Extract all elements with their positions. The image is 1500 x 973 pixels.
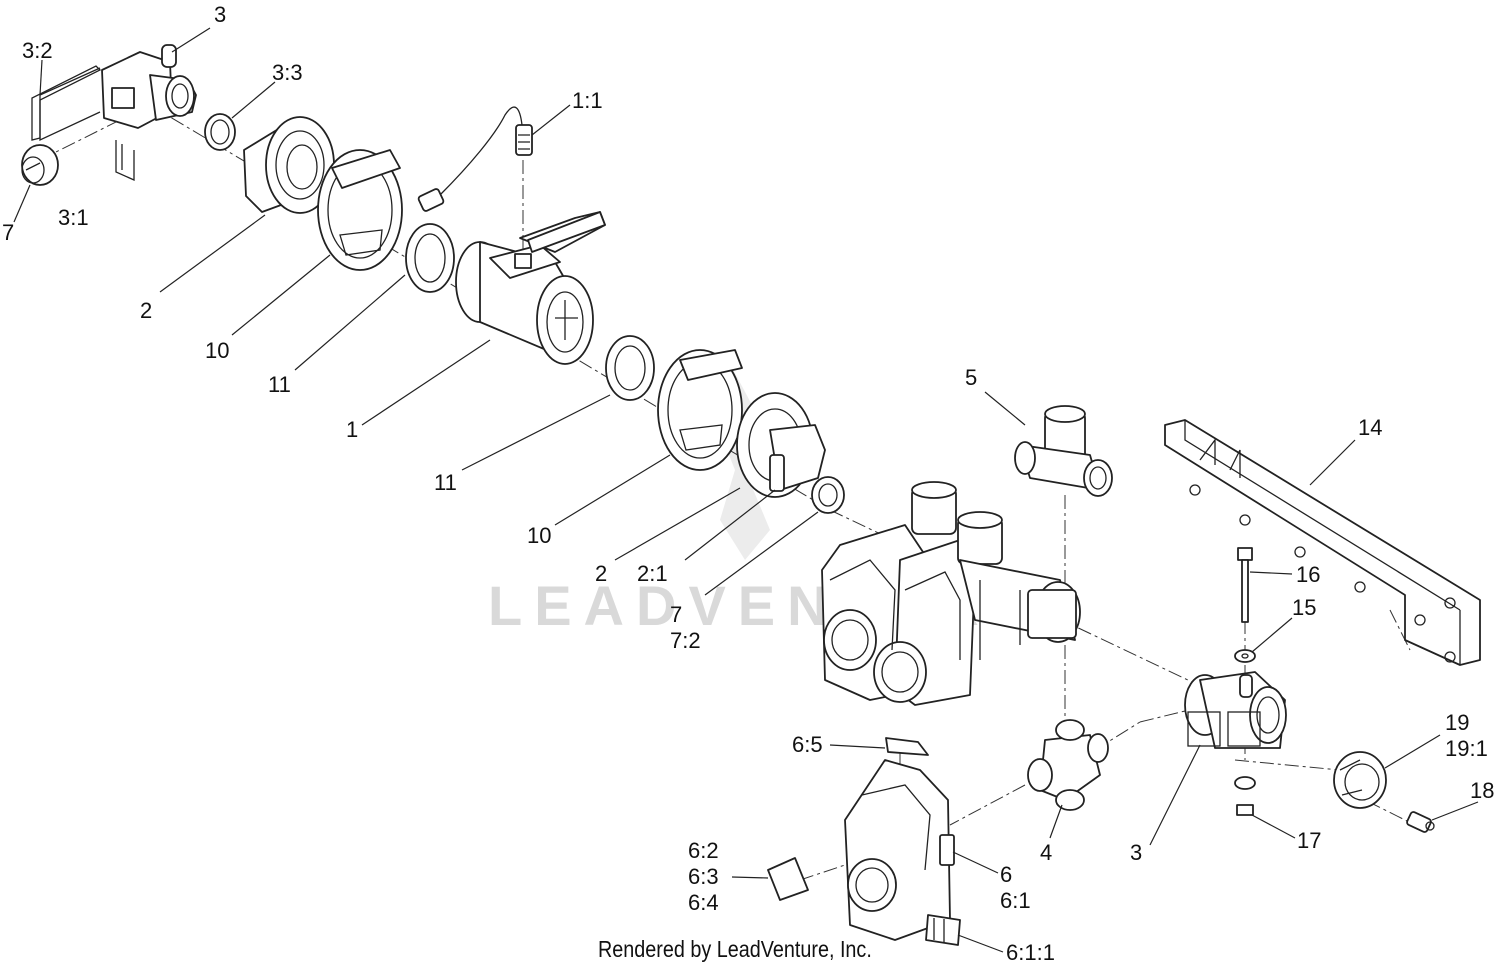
callout-6: 6 (1000, 862, 1012, 887)
part-1-ball-valve (455, 211, 606, 365)
callout-6-4: 6:4 (688, 890, 719, 915)
callout-3-2: 3:2 (22, 38, 53, 63)
callout-3-bottom: 3 (1130, 840, 1142, 865)
callout-6-5: 6:5 (792, 732, 823, 757)
part-1-1-sensor (417, 106, 533, 212)
callout-3-1: 3:1 (58, 205, 89, 230)
part-6-5-label (885, 737, 929, 756)
callout-6-2: 6:2 (688, 838, 719, 863)
callout-19-1: 19:1 (1445, 736, 1488, 761)
part-15-washer (1234, 649, 1256, 663)
part-2-flange-top (243, 116, 335, 214)
callout-4: 4 (1040, 840, 1052, 865)
callout-15: 15 (1292, 595, 1316, 620)
callout-7-mid: 7 (670, 602, 682, 627)
callout-17: 17 (1297, 828, 1321, 853)
part-7-plug-left (21, 144, 59, 186)
part-19-plug (1333, 751, 1387, 809)
part-18-fitting (1406, 811, 1435, 833)
callout-18: 18 (1470, 778, 1494, 803)
callout-1-1: 1:1 (572, 88, 603, 113)
callout-2-top: 2 (140, 298, 152, 323)
callout-7-2: 7:2 (670, 628, 701, 653)
callout-2-1: 2:1 (637, 561, 668, 586)
render-credit: Rendered by LeadVenture, Inc. (598, 936, 872, 962)
callout-leaders (13, 27, 1479, 953)
part-6-2-label (767, 857, 809, 901)
part-3-fitting-top (101, 44, 197, 129)
callout-3-3: 3:3 (272, 60, 303, 85)
callout-10-top: 10 (205, 338, 229, 363)
callout-7-left: 7 (2, 220, 14, 245)
callout-11-top: 11 (268, 372, 291, 397)
part-17-nut (1234, 776, 1256, 816)
callout-6-1-1: 6:1:1 (1006, 940, 1055, 965)
part-10-clamp-top (317, 149, 403, 271)
part-2-flange-mid (736, 392, 826, 498)
callout-2-mid: 2 (595, 561, 607, 586)
part-3-2-clip-body (31, 65, 102, 141)
part-4-valve (1027, 719, 1109, 811)
part-3-1-pin (115, 140, 135, 182)
callout-6-1: 6:1 (1000, 888, 1031, 913)
part-7-plug-mid (811, 476, 845, 514)
callout-14: 14 (1358, 415, 1382, 440)
part-3-3-o-ring (204, 113, 236, 151)
part-16-bolt (1237, 547, 1253, 623)
part-5-valve (1014, 405, 1113, 497)
callout-16: 16 (1296, 562, 1320, 587)
manifold-valve-assembly (821, 481, 1081, 706)
part-11-gasket-top (405, 223, 455, 293)
callout-1: 1 (346, 417, 358, 442)
callout-10-mid: 10 (527, 523, 551, 548)
callout-6-3: 6:3 (688, 864, 719, 889)
part-6-cover (844, 759, 955, 941)
part-10-clamp-mid (657, 349, 743, 471)
callout-3-top: 3 (214, 2, 226, 27)
part-3-fitting-bottom (1184, 671, 1287, 749)
callout-11-mid: 11 (434, 470, 457, 495)
part-6-1-1-clip (925, 914, 961, 946)
part-14-mounting-bracket (1164, 419, 1481, 666)
callout-5: 5 (965, 365, 977, 390)
callout-19: 19 (1445, 710, 1469, 735)
part-11-gasket-mid (605, 335, 655, 401)
